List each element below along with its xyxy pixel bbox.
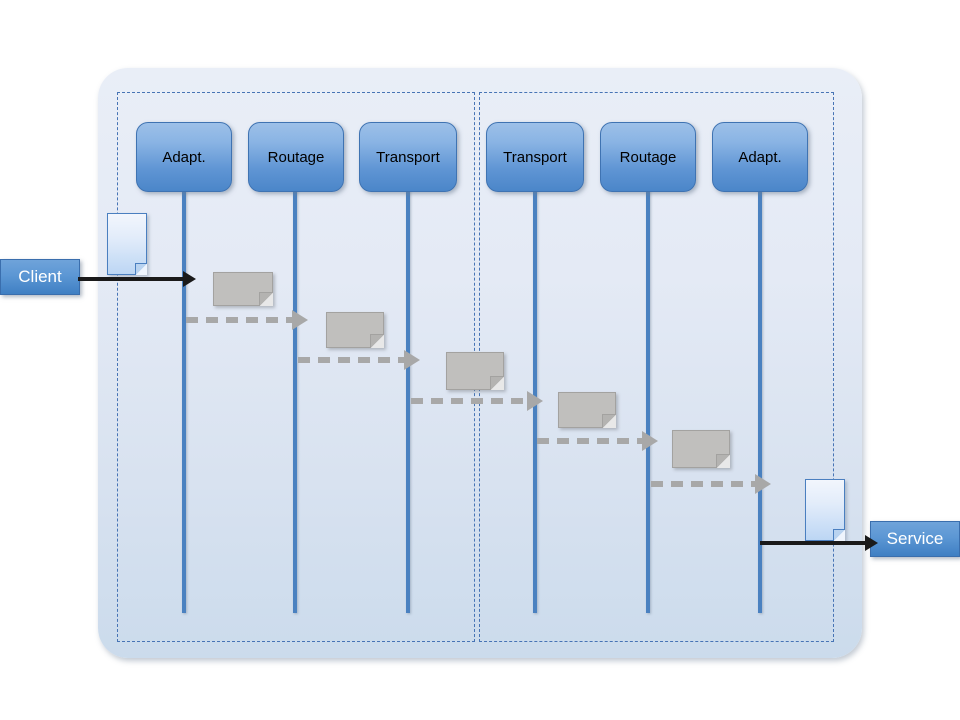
lifeline-right-adapt xyxy=(758,158,762,613)
layer-label: Adapt. xyxy=(738,148,782,166)
layer-label: Transport xyxy=(503,148,567,166)
layer-label: Adapt. xyxy=(162,148,206,166)
layer-box-right-routage[interactable]: Routage xyxy=(600,122,696,192)
lifeline-left-transport xyxy=(406,158,410,613)
dashed-arrow-2 xyxy=(298,350,420,370)
layer-box-left-adapt[interactable]: Adapt. xyxy=(136,122,232,192)
lifeline-right-transport xyxy=(533,158,537,613)
message-doc-4 xyxy=(558,392,616,428)
lifeline-left-routage xyxy=(293,158,297,613)
lifeline-left-adapt xyxy=(182,158,186,613)
lifeline-right-routage xyxy=(646,158,650,613)
message-doc-5 xyxy=(672,430,730,468)
message-doc-2 xyxy=(326,312,384,348)
layer-box-right-adapt[interactable]: Adapt. xyxy=(712,122,808,192)
dashed-arrow-4 xyxy=(537,431,658,451)
client-message-doc-icon xyxy=(107,213,147,275)
service-response-arrow xyxy=(760,535,878,551)
layer-box-right-transport[interactable]: Transport xyxy=(486,122,584,192)
dashed-arrow-1 xyxy=(186,310,308,330)
layer-label: Routage xyxy=(619,148,677,166)
client-request-arrow xyxy=(78,271,196,287)
dashed-arrow-5 xyxy=(651,474,771,494)
client-label: Client xyxy=(18,267,62,286)
layer-label: Routage xyxy=(267,148,325,166)
service-message-doc-icon xyxy=(805,479,845,541)
message-doc-1 xyxy=(213,272,273,306)
message-doc-3 xyxy=(446,352,504,390)
layer-box-left-transport[interactable]: Transport xyxy=(359,122,457,192)
layer-label: Transport xyxy=(376,148,440,166)
layer-box-left-routage[interactable]: Routage xyxy=(248,122,344,192)
dashed-arrow-3 xyxy=(411,391,543,411)
service-label: Service xyxy=(886,529,944,548)
service-node[interactable]: Service xyxy=(870,521,960,557)
client-node[interactable]: Client xyxy=(0,259,80,295)
